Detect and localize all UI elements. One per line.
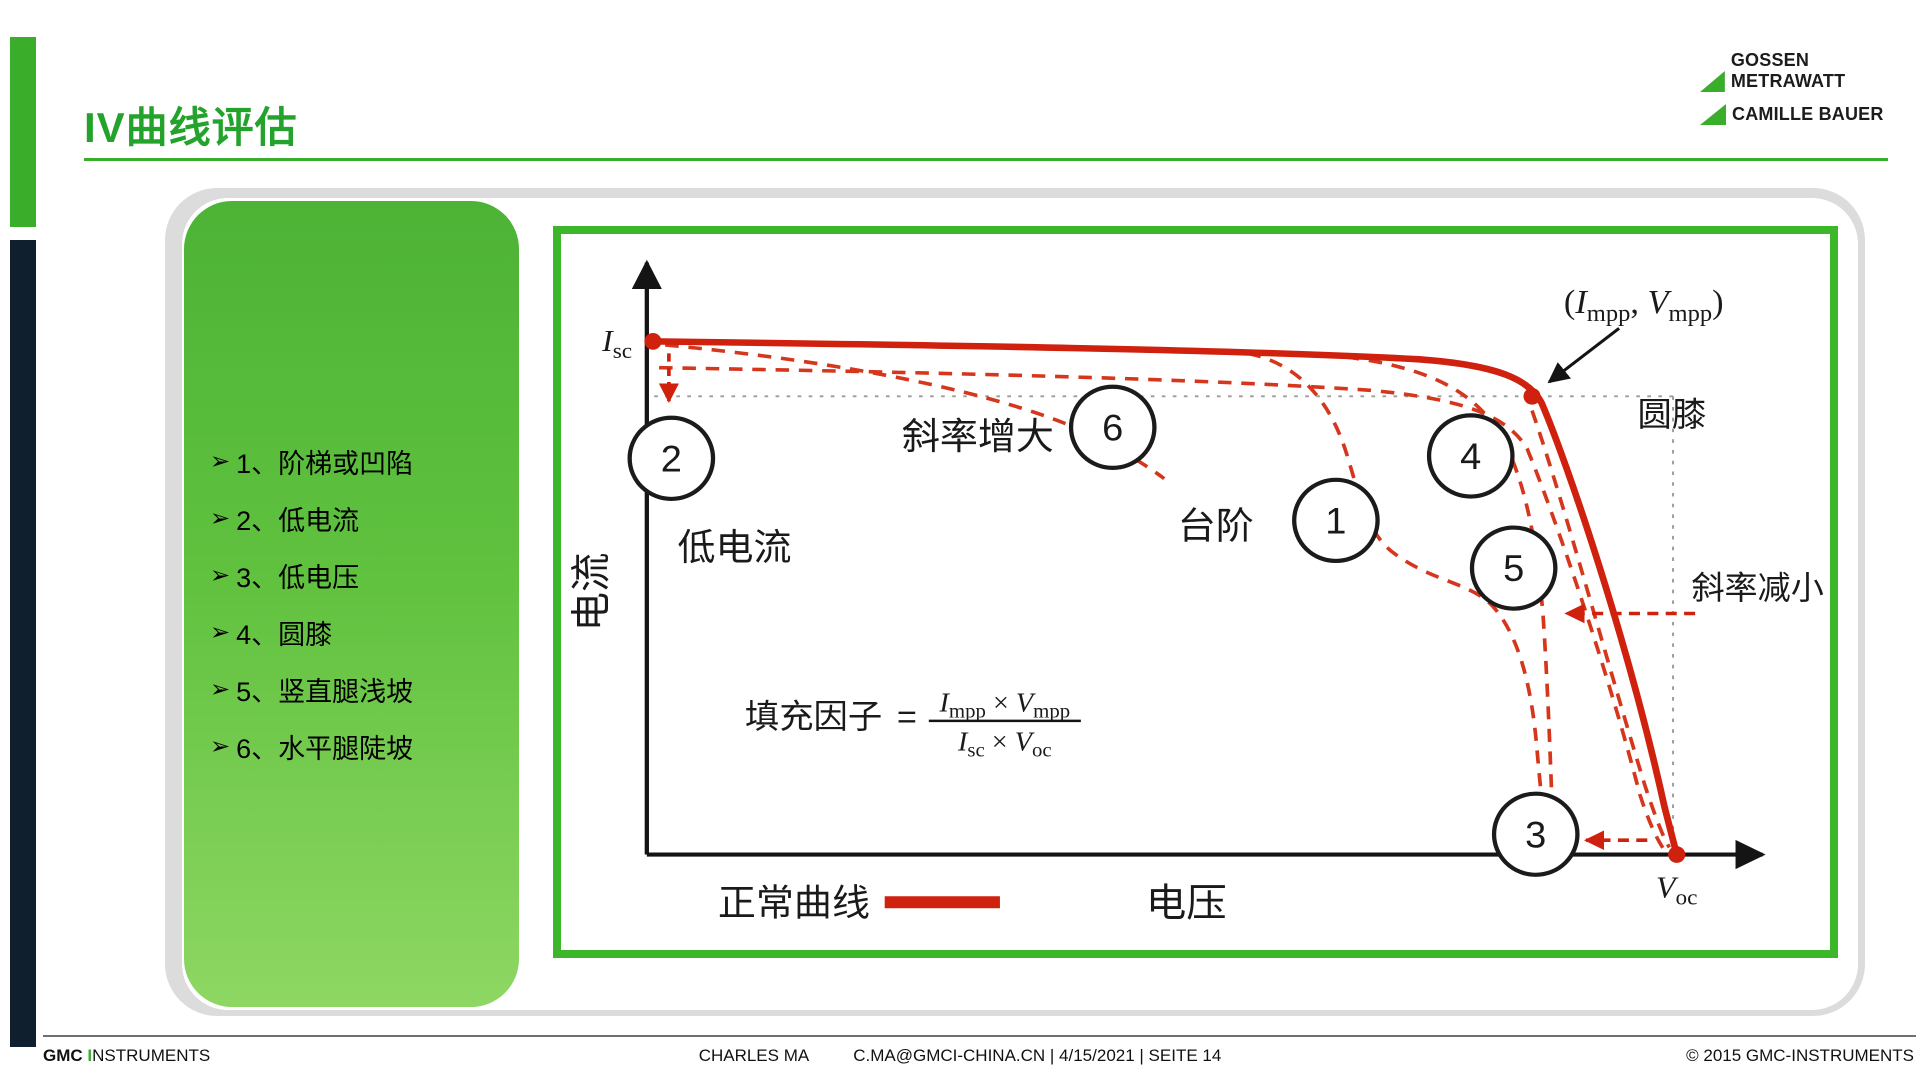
x-axis-title: 电压 <box>1146 882 1227 925</box>
logo-gossen-metrawatt: GOSSEN METRAWATT <box>1700 50 1920 92</box>
list-item: ➢ 3、低电压 <box>210 547 519 604</box>
footer-author: CHARLES MA <box>698 1046 810 1065</box>
list-item: ➢ 4、圆膝 <box>210 604 519 661</box>
footer-copyright: © 2015 GMC-INSTRUMENTS <box>1686 1046 1914 1065</box>
footer-brand-gmc: GMC <box>43 1046 83 1065</box>
isc-point <box>644 333 662 350</box>
list-item-label: 2、低电流 <box>236 506 360 536</box>
formula-denominator: Isc × Voc <box>957 727 1052 762</box>
normal-curve <box>652 338 1681 856</box>
arrow-bullet-icon: ➢ <box>210 733 231 760</box>
fill-factor-formula: 填充因子= Impp × Vmpp Isc × Voc <box>745 688 1081 762</box>
step-label: 台阶 <box>1178 505 1254 546</box>
arrow-bullet-icon: ➢ <box>210 448 231 475</box>
slope-increase-curve <box>665 343 1166 481</box>
marker-circle-4: 4 <box>1426 413 1515 499</box>
voc-label: Voc <box>1656 870 1697 910</box>
slope-decrease-label: 斜率减小 <box>1691 570 1823 606</box>
defect-list: ➢ 1、阶梯或凹陷 ➢ 2、低电流 ➢ 3、低电压 ➢ 4、圆膝 ➢ 5、竖直腿… <box>210 433 519 775</box>
list-item-label: 3、低电压 <box>236 563 360 593</box>
footer-meta: C.MA@GMCI-CHINA.CN | 4/15/2021 | SEITE 1… <box>853 1046 1222 1065</box>
footer-center: CHARLES MA C.MA@GMCI-CHINA.CN | 4/15/202… <box>0 1046 1920 1066</box>
formula-label: 填充因子= <box>745 698 917 735</box>
mpp-point <box>1523 387 1541 405</box>
round-knee-label: 圆膝 <box>1638 397 1707 434</box>
marker-number: 5 <box>1503 548 1524 589</box>
list-item-label: 4、圆膝 <box>236 620 333 650</box>
shallow-leg-curve <box>1530 410 1671 849</box>
y-axis-title: 电流 <box>570 553 615 632</box>
green-accent-bar <box>10 37 36 227</box>
logo-camille-bauer: CAMILLE BAUER <box>1700 104 1920 125</box>
voc-point <box>1668 846 1686 863</box>
logo-triangle-icon <box>1700 71 1725 92</box>
mpp-label-arrow <box>1547 327 1621 384</box>
marker-number: 4 <box>1460 436 1481 477</box>
isc-label: Isc <box>601 323 632 363</box>
marker-number: 1 <box>1325 500 1346 541</box>
page-title: IV曲线评估 <box>84 104 298 151</box>
logo-text: GOSSEN METRAWATT <box>1730 50 1846 91</box>
footer-brand-i: I <box>87 1046 93 1065</box>
footer-divider <box>43 1035 1916 1037</box>
title-divider <box>84 158 1888 161</box>
marker-number: 2 <box>661 438 682 479</box>
low-current-label: 低电流 <box>677 526 791 567</box>
footer-brand-rest: NSTRUMENTS <box>92 1046 211 1065</box>
mpp-label: (Impp, Vmpp) <box>1564 284 1724 327</box>
marker-circle-1: 1 <box>1292 477 1380 564</box>
formula-numerator: Impp × Vmpp <box>939 688 1071 723</box>
low-current-curve <box>659 365 1665 850</box>
company-logos: GOSSEN METRAWATT CAMILLE BAUER <box>1700 50 1920 125</box>
marker-circle-6: 6 <box>1068 384 1157 470</box>
marker-circle-5: 5 <box>1469 525 1558 611</box>
marker-circle-3: 3 <box>1491 791 1580 877</box>
legend-label: 正常曲线 <box>718 882 870 923</box>
list-item: ➢ 5、竖直腿浅坡 <box>210 661 519 718</box>
list-item-label: 1、阶梯或凹陷 <box>236 449 414 479</box>
defect-list-panel: ➢ 1、阶梯或凹陷 ➢ 2、低电流 ➢ 3、低电压 ➢ 4、圆膝 ➢ 5、竖直腿… <box>184 201 519 1007</box>
list-item: ➢ 2、低电流 <box>210 490 519 547</box>
list-item-label: 5、竖直腿浅坡 <box>236 677 414 707</box>
list-item: ➢ 1、阶梯或凹陷 <box>210 433 519 490</box>
arrow-bullet-icon: ➢ <box>210 676 231 703</box>
list-item: ➢ 6、水平腿陡坡 <box>210 718 519 775</box>
arrow-bullet-icon: ➢ <box>210 505 231 532</box>
slope-increase-label: 斜率增大 <box>902 415 1054 456</box>
logo-text: CAMILLE BAUER <box>1732 104 1884 124</box>
navy-accent-bar <box>10 240 36 1047</box>
list-item-label: 6、水平腿陡坡 <box>236 734 414 764</box>
logo-triangle-icon <box>1700 104 1726 125</box>
iv-curve-diagram: (Impp, Vmpp) 2 6 1 4 5 3 Isc Voc 低电流 斜率增… <box>570 259 1824 925</box>
arrow-bullet-icon: ➢ <box>210 619 231 646</box>
footer-brand: GMC INSTRUMENTS <box>43 1046 210 1066</box>
marker-circle-2: 2 <box>627 415 716 502</box>
marker-number: 6 <box>1102 407 1123 448</box>
round-knee-curve <box>1345 355 1555 829</box>
marker-number: 3 <box>1525 814 1546 855</box>
iv-curve-chart-frame: (Impp, Vmpp) 2 6 1 4 5 3 Isc Voc 低电流 斜率增… <box>553 226 1838 958</box>
arrow-bullet-icon: ➢ <box>210 562 231 589</box>
